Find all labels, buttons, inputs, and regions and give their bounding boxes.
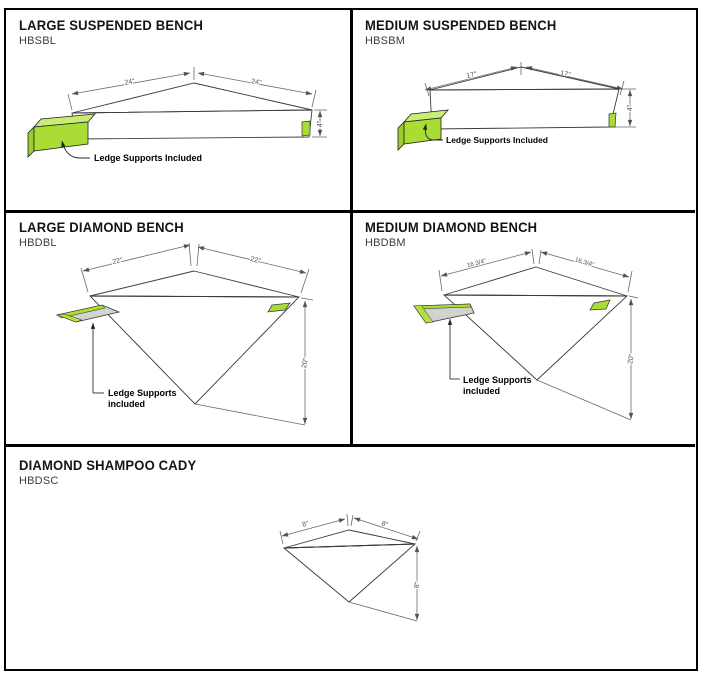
ledge-supports-label: Ledge Supports Included [94,153,202,163]
panel-medium-suspended-bench: MEDIUM SUSPENDED BENCH HBSBM 17" 17" 4" [352,10,695,210]
ledge-support-right [267,302,291,313]
horizontal-divider-2 [6,444,695,447]
product-title: DIAMOND SHAMPOO CADY [19,457,197,473]
ledge-support-left [27,113,96,158]
bench-front-face [429,88,620,130]
diagram-large-diamond-bench: 22" 22" 20" [55,242,314,426]
ledge-support-right [608,112,617,128]
dim-height-label: 8" [413,581,421,589]
dim-left-label: 16 3/4" [466,258,487,270]
product-code: HBDBL [19,237,57,249]
panel-large-suspended-bench: LARGE SUSPENDED BENCH HBSBL 24" 24" 4" [6,10,350,210]
dim-right-label: 8" [380,520,389,529]
product-title: LARGE DIAMOND BENCH [19,219,184,235]
dim-right-label: 24" [251,78,263,87]
panel-diamond-shampoo-cady: DIAMOND SHAMPOO CADY HBDSC 8" 8" 8" [6,446,695,668]
ledge-support-left [397,109,449,151]
product-code: HBDBM [365,237,406,249]
ledge-support-left [55,304,121,323]
ledge-support-left [413,303,475,324]
dim-height-label: 20" [627,353,636,365]
product-title: MEDIUM DIAMOND BENCH [365,219,538,235]
product-code: HBSBM [365,35,406,47]
bench-top-face [443,266,628,297]
ledge-supports-label-line2: included [108,399,145,409]
ledge-supports-label: Ledge Supports Included [446,135,548,145]
product-code: HBSBL [19,35,57,47]
product-title: LARGE SUSPENDED BENCH [19,17,204,33]
ledge-supports-label-line1: Ledge Supports [108,388,177,398]
caddy [282,529,417,603]
dim-height-label: 4" [317,120,324,127]
dim-left-label: 22" [112,257,124,266]
diagram-medium-diamond-bench: 16 3/4" 16 3/4" 20" [413,248,639,421]
caddy-bottom-face [282,543,417,603]
bench [413,266,629,381]
caddy-top-face [283,529,416,549]
panel-header: LARGE DIAMOND BENCH HBDBL [19,219,196,249]
bench-top-face [71,82,313,114]
dimension-lines: 8" 8" 8" [279,513,423,622]
dimension-lines: 24" 24" 4" [67,67,327,138]
ledge-support-right [589,299,611,311]
dim-right-label: 22" [250,256,262,265]
diagram-diamond-shampoo-cady: 8" 8" 8" [279,513,423,622]
panel-medium-diamond-bench: MEDIUM DIAMOND BENCH HBDBM 16 3/4" 16 3/… [352,212,695,444]
dimension-lines: 22" 22" 20" [80,242,314,426]
product-code: HBDSC [19,475,59,487]
dim-left-label: 17" [466,71,478,80]
ledge-support-right [301,120,311,137]
dim-height-label: 4" [627,104,634,111]
bench [55,270,301,405]
diagram-large-suspended-bench: 24" 24" 4" [27,67,327,163]
dimension-lines: 17" 17" 4" [424,62,636,128]
bench [397,66,620,151]
sheet-frame: LARGE SUSPENDED BENCH HBSBL 24" 24" 4" [4,8,698,671]
dim-height-label: 20" [301,357,310,369]
ledge-supports-label-line2: included [463,386,500,396]
panel-header: DIAMOND SHAMPOO CADY HBDSC [19,457,210,487]
bench-seam [443,294,628,297]
dim-right-label: 17" [560,70,572,79]
leader-line [61,140,90,159]
bench-top-face [89,270,300,298]
caddy-seam [283,543,416,549]
panel-header: MEDIUM SUSPENDED BENCH HBSBM [365,17,571,47]
bench [27,82,313,158]
vertical-divider [350,10,353,446]
ledge-supports-label-line1: Ledge Supports [463,375,532,385]
dim-right-label: 16 3/4" [574,256,595,268]
dim-left-label: 8" [302,520,310,529]
bench-front-face [71,109,313,140]
bench-seam [89,295,300,298]
dim-left-label: 24" [124,78,136,87]
panel-large-diamond-bench: LARGE DIAMOND BENCH HBDBL 22" 22" 20" [6,212,350,444]
panel-header: MEDIUM DIAMOND BENCH HBDBM [365,219,550,249]
diagram-medium-suspended-bench: 17" 17" 4" [397,62,636,151]
bench-top-face [429,66,620,91]
product-title: MEDIUM SUSPENDED BENCH [365,17,557,33]
panel-header: LARGE SUSPENDED BENCH HBSBL [19,17,217,47]
horizontal-divider-1 [6,210,695,213]
leader-line [422,123,443,141]
